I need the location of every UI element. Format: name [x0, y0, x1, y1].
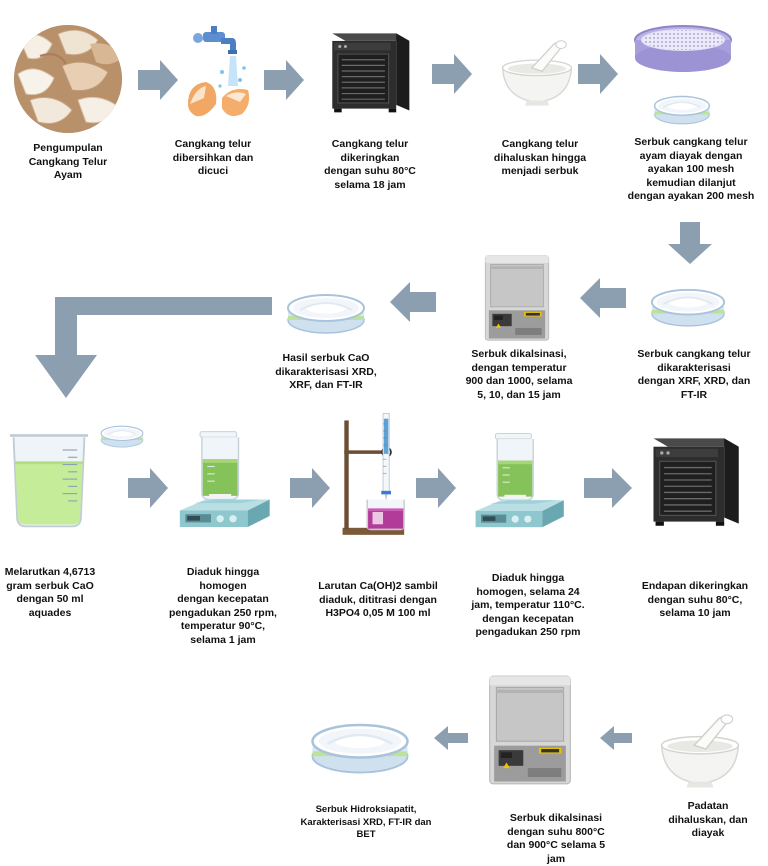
- step-label: Diaduk hingga homogen dengan kecepatan p…: [169, 566, 277, 646]
- arrow-right: [584, 468, 632, 508]
- arrow-right: [128, 468, 168, 508]
- arrow-right: [432, 54, 472, 94]
- step-label: Serbuk Hidroksiapatit, Karakterisasi XRD…: [300, 804, 432, 840]
- petri-dish-powder-icon: [287, 294, 365, 334]
- beaker-icon: [8, 434, 90, 528]
- step-label: Padatan dihaluskan, dan diayak: [668, 800, 748, 839]
- furnace-icon: [489, 675, 571, 785]
- drying-oven-icon: [331, 32, 411, 114]
- step-label: Endapan dikeringkan dengan suhu 80°C, se…: [641, 580, 749, 619]
- step-label: Serbuk cangkang telur dikarakterisasi de…: [637, 348, 751, 401]
- arrow-right: [264, 60, 304, 100]
- step-label: Melarutkan 4,6713 gram serbuk CaO dengan…: [4, 566, 96, 619]
- titration-icon: [341, 412, 406, 536]
- step-label: Cangkang telur dihaluskan hingga menjadi…: [493, 138, 587, 177]
- step-label: Cangkang telur dikeringkan dengan suhu 8…: [324, 138, 416, 191]
- arrow-right: [416, 468, 456, 508]
- sieve-icon: [634, 25, 732, 72]
- arrow-left: [390, 282, 436, 322]
- arrow-left: [580, 278, 626, 318]
- arrow-right: [578, 54, 618, 94]
- furnace-icon: [484, 255, 550, 341]
- magnetic-stirrer-icon: [474, 432, 565, 528]
- arrow-elbow-down: [35, 297, 272, 398]
- mortar-pestle-icon: [501, 40, 573, 107]
- step-label: Cangkang telur dibersihkan dan dicuci: [172, 138, 254, 177]
- arrow-right: [290, 468, 330, 508]
- magnetic-stirrer-icon: [179, 430, 271, 528]
- arrow-left: [434, 726, 468, 750]
- step-label: Serbuk dikalsinasi, dengan temperatur 90…: [465, 348, 573, 401]
- step-label: Serbuk dikalsinasi dengan suhu 800°C dan…: [506, 812, 606, 865]
- drying-oven-icon: [652, 437, 740, 527]
- faucet-washing-icon: [188, 26, 250, 117]
- arrow-down: [668, 222, 712, 264]
- arrow-right: [138, 60, 178, 100]
- mortar-pestle-icon: [660, 714, 740, 789]
- petri-dish-powder-icon: [100, 425, 144, 448]
- step-label: Serbuk cangkang telur ayam diayak dengan…: [627, 136, 755, 202]
- step-label: Pengumpulan Cangkang Telur Ayam: [28, 142, 108, 181]
- step-label: Hasil serbuk CaO dikarakterisasi XRD, XR…: [275, 352, 377, 391]
- petri-dish-powder-icon: [311, 723, 409, 774]
- petri-dish-powder-icon: [653, 95, 711, 125]
- arrow-left: [600, 726, 632, 750]
- step-label: Diaduk hingga homogen, selama 24 jam, te…: [471, 572, 585, 638]
- petri-dish-powder-icon: [650, 288, 726, 327]
- egg-shells-icon: [14, 25, 122, 133]
- step-label: Larutan Ca(OH)2 sambil diaduk, dititrasi…: [318, 580, 438, 619]
